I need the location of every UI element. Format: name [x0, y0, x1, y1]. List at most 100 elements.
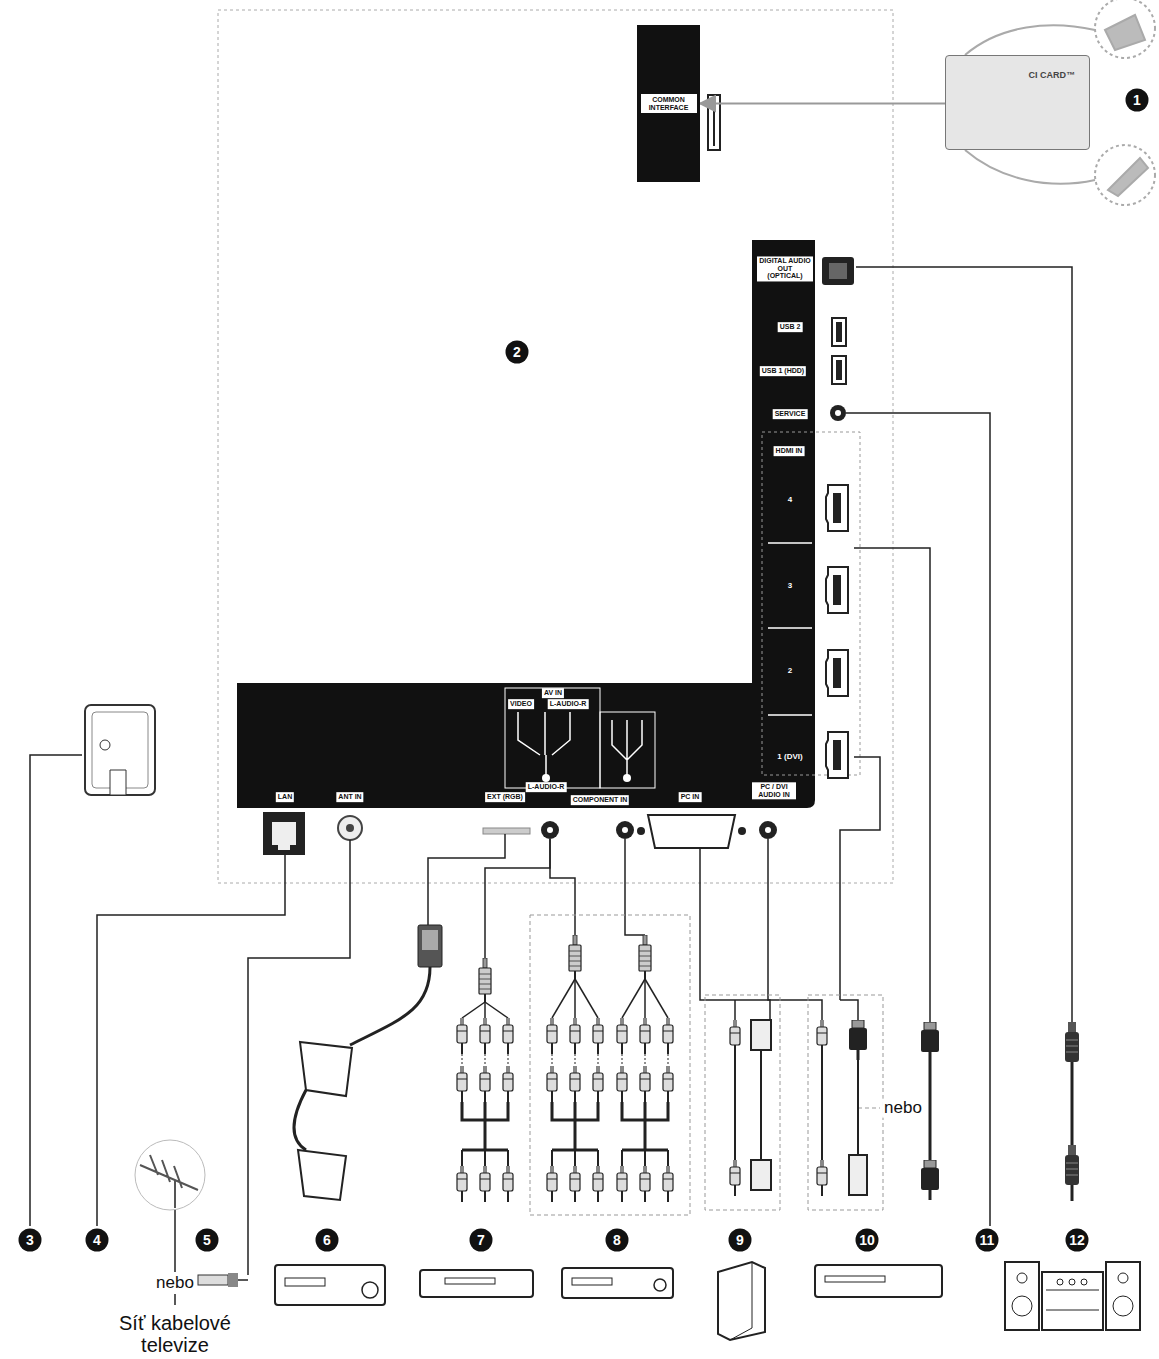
rca-breakout — [480, 1166, 490, 1202]
antenna — [228, 1273, 238, 1287]
device — [1118, 1273, 1128, 1283]
port — [826, 650, 848, 696]
rca-breakout — [593, 1066, 603, 1102]
device — [445, 1278, 495, 1284]
rca-breakout — [547, 1166, 557, 1202]
rca-breakout — [621, 1150, 623, 1166]
device — [1113, 1296, 1133, 1316]
callout-number: 10 — [856, 1229, 879, 1252]
port-label: PC IN — [679, 792, 702, 802]
device — [1017, 1273, 1027, 1283]
port — [263, 812, 305, 855]
rca-breakout — [503, 1066, 513, 1102]
rca-breakout — [640, 1066, 650, 1102]
cable-line — [856, 267, 1072, 1022]
port — [832, 356, 846, 384]
rca-breakout — [575, 1054, 576, 1066]
port-label: SERVICE — [773, 409, 808, 419]
port — [616, 821, 634, 839]
antenna — [140, 1155, 198, 1208]
port — [541, 821, 559, 839]
port-label: 3 — [788, 582, 792, 591]
cable-line — [768, 839, 858, 1020]
plug — [639, 935, 651, 979]
rca-breakout — [484, 1150, 486, 1166]
rca-breakout — [645, 979, 668, 1018]
callout-number: 9 — [729, 1229, 752, 1252]
antenna — [135, 1140, 205, 1210]
port-label: L-AUDIO-R — [548, 699, 589, 709]
rca-breakout — [663, 1166, 673, 1202]
port — [622, 827, 628, 833]
ci-card-arrows — [1095, 0, 1155, 58]
rca-breakout — [484, 1002, 486, 1018]
rca-breakout — [570, 1018, 580, 1054]
back-panel — [237, 240, 815, 808]
callout-number: 2 — [506, 341, 529, 364]
device — [1005, 1262, 1039, 1330]
ci-card-arrows — [1105, 15, 1145, 50]
device — [1057, 1279, 1063, 1285]
rca-breakout — [668, 1054, 669, 1066]
port-label: USB 2 — [778, 322, 803, 332]
port-label: 4 — [788, 496, 792, 505]
plug — [569, 935, 581, 979]
dashed-group — [858, 1108, 880, 1109]
plug — [1065, 1022, 1079, 1078]
note-text: nebo — [882, 1099, 924, 1118]
back-panel — [505, 688, 600, 788]
port — [263, 257, 854, 855]
rca-breakout — [622, 1102, 668, 1150]
plug — [730, 1160, 740, 1196]
back-panel — [762, 432, 860, 775]
port — [830, 405, 846, 421]
rca-breakout — [552, 1102, 598, 1150]
rca-breakout — [547, 1066, 557, 1102]
plug — [1071, 1078, 1074, 1145]
rca-breakout — [667, 1150, 669, 1166]
plug — [734, 1056, 736, 1160]
rca-breakout — [644, 1150, 646, 1166]
port-label: LAN — [276, 792, 294, 802]
ci-slot: COMMON INTERFACE — [637, 25, 700, 182]
plug — [418, 925, 442, 967]
rca-breakout — [485, 1002, 508, 1018]
port — [272, 822, 296, 850]
plug — [1065, 1145, 1079, 1201]
plug — [849, 1155, 867, 1195]
port — [826, 732, 848, 778]
ci-card: CI CARD™ — [945, 55, 1090, 150]
rca-breakout — [663, 1018, 673, 1054]
tv-outline — [218, 10, 893, 883]
device — [654, 1279, 666, 1291]
plug — [817, 1020, 827, 1056]
wall-socket — [85, 705, 155, 795]
callout-number: 7 — [470, 1229, 493, 1252]
tv-outline — [218, 10, 893, 883]
cable-line — [550, 839, 575, 935]
device — [420, 1270, 533, 1297]
rca-breakout — [462, 1102, 508, 1150]
cable-line — [428, 834, 505, 925]
rca-breakout — [622, 979, 645, 1018]
port-label: 2 — [788, 667, 792, 676]
rca-breakout — [457, 1018, 467, 1054]
cable-line — [700, 848, 770, 1020]
node-text: CI CARD™ — [1029, 70, 1076, 80]
device — [572, 1278, 612, 1285]
rca-breakout — [645, 1054, 646, 1066]
dashed-group — [530, 915, 883, 1215]
ci-card-arrows — [1108, 158, 1148, 196]
plug — [857, 1060, 859, 1155]
port — [483, 828, 530, 834]
rca-breakout — [570, 1166, 580, 1202]
device — [285, 1278, 325, 1286]
plug — [760, 1050, 762, 1160]
callout-number: 11 — [976, 1229, 999, 1252]
rca-breakout — [480, 1018, 490, 1054]
rca-breakout — [574, 979, 576, 1018]
device — [1042, 1272, 1103, 1330]
port — [765, 827, 771, 833]
port-label: 1 (DVI) — [777, 753, 802, 762]
